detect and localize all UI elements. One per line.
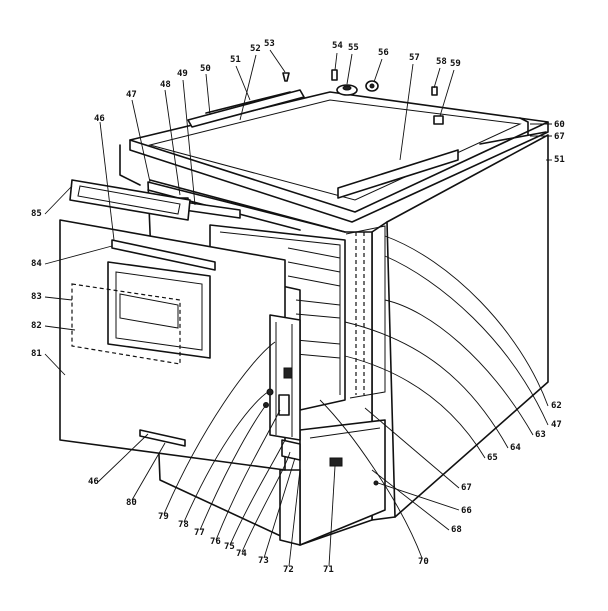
right-side-panel (371, 134, 549, 521)
callout-55: 55 (348, 43, 359, 53)
callout-72: 72 (283, 565, 294, 575)
callout-46: 46 (94, 114, 105, 124)
callout-65: 65 (487, 453, 498, 463)
callout-52: 52 (250, 44, 261, 54)
hinge-assembly (263, 314, 301, 461)
callout-60: 60 (554, 120, 565, 130)
callout-56: 56 (378, 48, 389, 58)
callout-67: 67 (554, 132, 565, 142)
callout-78: 78 (178, 520, 189, 530)
oven-door (59, 179, 286, 471)
callout-64: 64 (510, 443, 521, 453)
callout-67: 67 (461, 483, 472, 493)
callout-76: 76 (210, 537, 221, 547)
callout-85: 85 (31, 209, 42, 219)
callout-46: 46 (88, 477, 99, 487)
callout-80: 80 (126, 498, 137, 508)
callout-57: 57 (409, 53, 420, 63)
callout-70: 70 (418, 557, 429, 567)
callout-75: 75 (224, 542, 235, 552)
callout-74: 74 (236, 549, 247, 559)
callout-81: 81 (31, 349, 42, 359)
callout-59: 59 (450, 59, 461, 69)
callout-58: 58 (436, 57, 447, 67)
callout-68: 68 (451, 525, 462, 535)
callout-51: 51 (554, 155, 565, 165)
callout-48: 48 (160, 80, 171, 90)
callout-49: 49 (177, 69, 188, 79)
callout-82: 82 (31, 321, 42, 331)
leader-lines (44, 49, 552, 567)
callout-77: 77 (194, 528, 205, 538)
callout-71: 71 (323, 565, 334, 575)
callout-62: 62 (551, 401, 562, 411)
callout-83: 83 (31, 292, 42, 302)
callout-63: 63 (535, 430, 546, 440)
callout-51: 51 (230, 55, 241, 65)
callout-53: 53 (264, 39, 275, 49)
callout-50: 50 (200, 64, 211, 74)
callout-47: 47 (551, 420, 562, 430)
callout-73: 73 (258, 556, 269, 566)
callout-66: 66 (461, 506, 472, 516)
cabinet-top (119, 69, 549, 223)
callout-47: 47 (126, 90, 137, 100)
callout-79: 79 (158, 512, 169, 522)
callout-54: 54 (332, 41, 343, 51)
callout-84: 84 (31, 259, 42, 269)
